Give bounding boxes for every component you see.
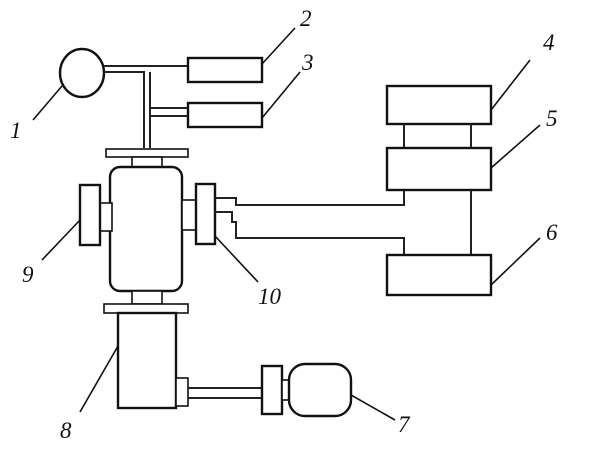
component-3 [186,101,264,129]
component-1 [58,47,106,99]
bottom-flange [103,290,189,314]
label-9: 9 [22,262,34,287]
component-6 [385,253,493,297]
label-3: 3 [301,50,314,75]
piping-10-to-5-6 [215,191,405,255]
label-6: 6 [546,220,558,245]
component-7 [260,362,353,418]
label-4: 4 [543,30,555,55]
component-9 [78,183,113,247]
label-2: 2 [300,6,312,31]
main-body [108,165,184,293]
label-1: 1 [10,118,22,143]
label-5: 5 [546,106,558,131]
component-4 [385,84,493,126]
leader-lines [32,27,541,421]
label-7: 7 [398,412,411,437]
component-5 [385,146,493,192]
component-10 [181,182,217,246]
component-2 [186,56,264,84]
shaft-8-7 [188,387,262,399]
label-10: 10 [258,284,282,309]
piping-1-2-3 [104,65,188,148]
component-8 [116,311,189,410]
link-4-5 [403,124,472,148]
label-8: 8 [60,418,72,443]
